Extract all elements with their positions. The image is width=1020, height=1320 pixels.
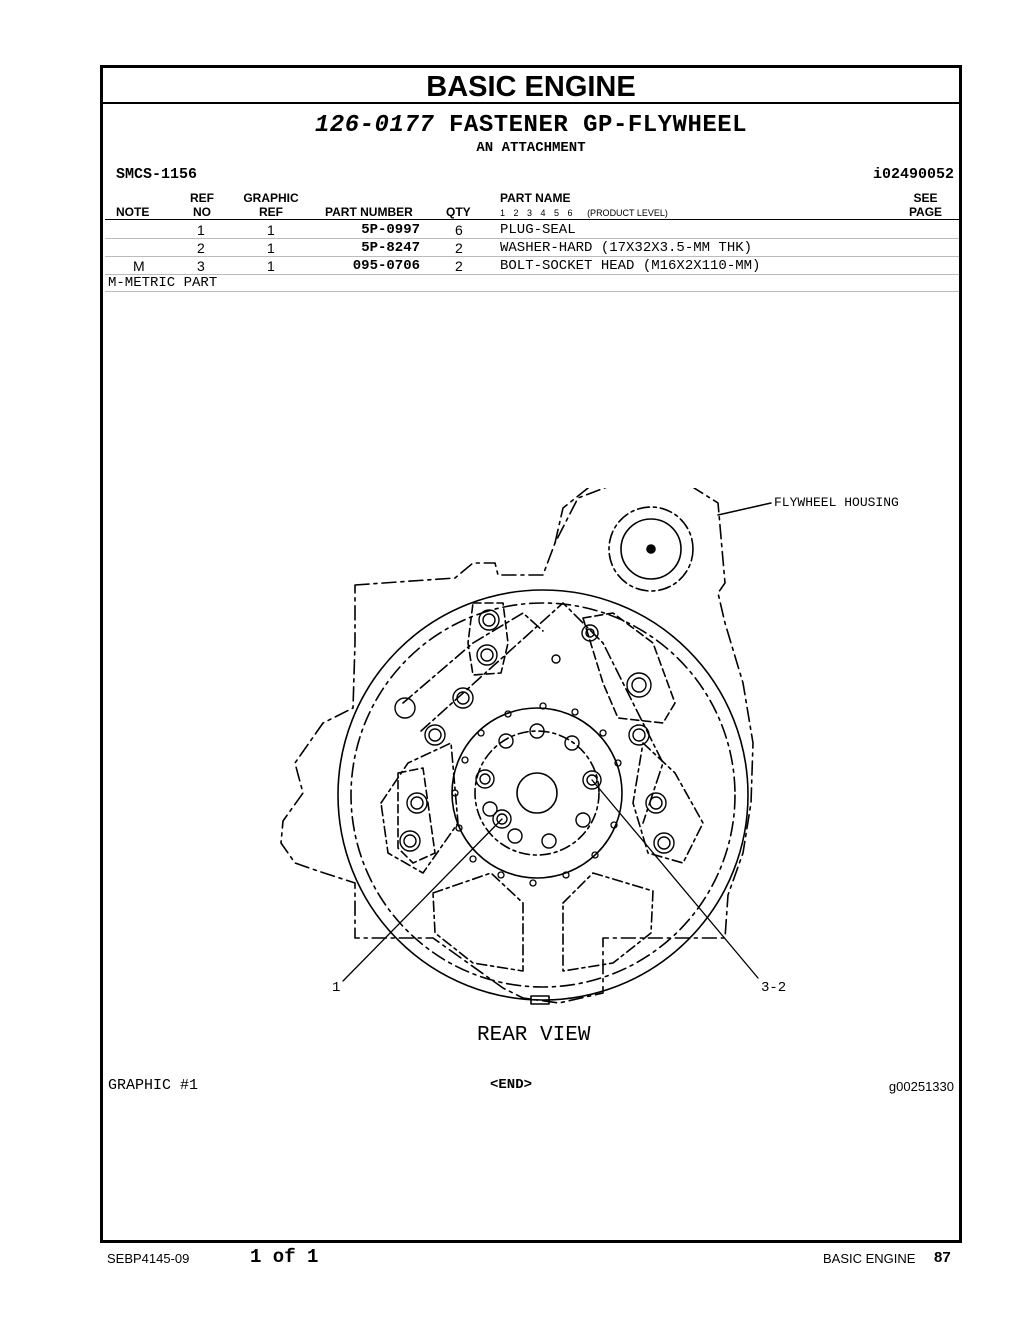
illustration-id: i02490052	[872, 166, 954, 183]
header-rule	[105, 219, 959, 220]
smcs-code: SMCS-1156	[116, 166, 198, 183]
row-ref: 1	[197, 222, 205, 238]
housing-bolts	[394, 609, 675, 854]
row-rule	[105, 238, 959, 239]
section-title: BASIC ENGINE	[103, 68, 959, 104]
housing-bore-outer	[608, 506, 694, 592]
row-ref: 2	[197, 240, 205, 256]
col-ref-no-line1: REF	[190, 191, 214, 205]
product-level-label: (PRODUCT LEVEL)	[587, 208, 668, 218]
row-graphic-ref: 1	[267, 258, 275, 274]
footnote-rule	[105, 291, 959, 292]
col-part-number: PART NUMBER	[325, 205, 413, 219]
callout-3-2: 3-2	[761, 980, 787, 996]
view-label: REAR VIEW	[477, 1024, 591, 1047]
row-graphic-ref: 1	[267, 222, 275, 238]
window-right	[632, 742, 704, 864]
housing-upper-boss	[554, 488, 593, 544]
leader-1	[342, 818, 503, 982]
window-lower-left	[432, 872, 524, 972]
col-see-page-line1: SEE	[913, 191, 938, 205]
callout-1: 1	[332, 980, 341, 996]
group-number: 126-0177	[314, 112, 435, 139]
row-part-name: BOLT-SOCKET HEAD (M16X2X110-MM)	[500, 258, 761, 274]
row-note: M	[133, 258, 145, 274]
flywheel-rim-inner	[350, 602, 736, 988]
col-note: NOTE	[116, 205, 150, 219]
bracket-right	[582, 612, 676, 724]
flywheel-holes	[451, 702, 622, 887]
group-title: 126-0177 FASTENER GP-FLYWHEEL	[103, 112, 959, 139]
row-part-number: 5P-0997	[361, 222, 420, 238]
leader-3-2	[591, 779, 759, 979]
attachment-label: AN ATTACHMENT	[476, 140, 586, 156]
row-part-number: 5P-8247	[361, 240, 420, 256]
col-graphic-ref-line2: REF	[259, 205, 283, 219]
col-part-name: PART NAME	[500, 191, 571, 205]
col-see-page: SEE PAGE	[903, 191, 948, 219]
leader-housing	[717, 502, 772, 516]
col-graphic-ref-line1: GRAPHIC	[243, 191, 299, 205]
bottom-tab	[530, 995, 550, 1005]
footer-page-number: 87	[934, 1249, 951, 1266]
flywheel-illustration	[280, 488, 772, 1005]
housing-bore-inner	[620, 518, 682, 580]
col-qty: QTY	[446, 205, 471, 219]
page-frame: BASIC ENGINE 126-0177 FASTENER GP-FLYWHE…	[100, 65, 962, 1243]
row-graphic-ref: 1	[267, 240, 275, 256]
housing-bore-center	[646, 544, 656, 554]
col-see-page-line2: PAGE	[908, 205, 943, 219]
flywheel-rim-outer	[337, 589, 749, 1001]
row-ref: 3	[197, 258, 205, 274]
product-levels: 1 2 3 4 5 6 (PRODUCT LEVEL)	[500, 208, 668, 218]
graphic-id: g00251330	[888, 1079, 954, 1094]
footer-doc-number: SEBP4145-09	[107, 1251, 190, 1266]
callout-flywheel-housing: FLYWHEEL HOUSING	[774, 495, 899, 510]
end-marker: <END>	[490, 1077, 533, 1093]
row-part-number: 095-0706	[352, 258, 420, 274]
housing-outline	[280, 488, 754, 1004]
row-qty: 2	[455, 258, 463, 274]
plate-edge-left	[402, 612, 544, 704]
window-lower-right	[562, 872, 654, 972]
bracket-upper	[467, 602, 509, 676]
plate-edge	[420, 602, 664, 824]
footer-page-of: 1 of 1	[250, 1246, 319, 1268]
col-ref-no-line2: NO	[193, 205, 211, 219]
col-ref-no: REF NO	[187, 191, 217, 219]
row-part-name: WASHER-HARD (17X32X3.5-MM THK)	[500, 240, 753, 256]
col-graphic-ref: GRAPHIC REF	[241, 191, 301, 219]
bracket-left	[397, 767, 436, 864]
row-rule	[105, 274, 959, 275]
footer-section: BASIC ENGINE	[823, 1251, 916, 1266]
graphic-label: GRAPHIC #1	[108, 1077, 199, 1094]
hub-bolt-circle	[474, 730, 600, 856]
hub-bolts	[475, 723, 602, 849]
row-rule	[105, 256, 959, 257]
product-level-numbers: 1 2 3 4 5 6	[500, 208, 573, 218]
row-qty: 2	[455, 240, 463, 256]
group-name: FASTENER GP-FLYWHEEL	[449, 112, 748, 139]
row-part-name: PLUG-SEAL	[500, 222, 576, 238]
metric-footnote: M-METRIC PART	[108, 275, 218, 291]
row-qty: 6	[455, 222, 463, 238]
hub-center-bore	[516, 772, 558, 814]
